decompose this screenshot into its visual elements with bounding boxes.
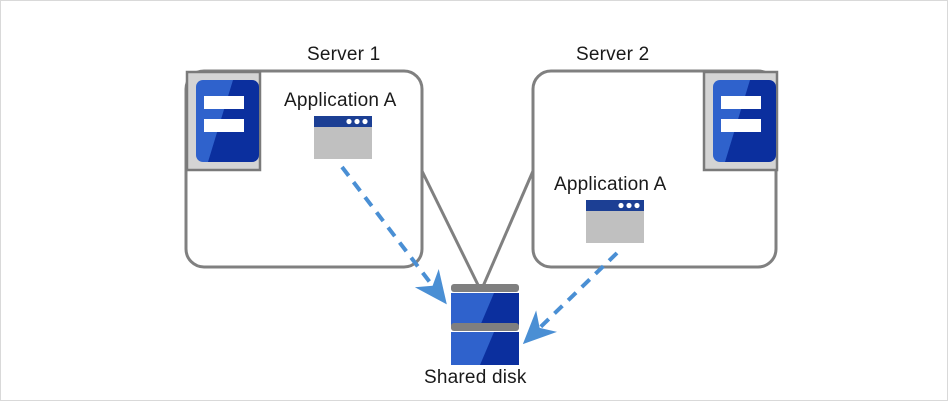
app2-to-disk-dashed-arrow (522, 251, 619, 345)
server2-to-disk-line (479, 170, 535, 292)
server-2-label: Server 2 (576, 44, 650, 65)
server-2-application-label: Application A (554, 174, 667, 195)
server1-to-disk-line (420, 170, 483, 292)
server-1-application-label: Application A (284, 90, 397, 111)
app1-to-disk-dashed-arrow (340, 165, 447, 305)
shared-disk-label: Shared disk (424, 367, 527, 388)
server-2-icon (702, 70, 779, 172)
shared-disk-icon (451, 284, 519, 365)
server-1-icon (185, 70, 262, 172)
application-window-icon-1 (314, 116, 372, 159)
application-window-icon-2 (586, 200, 644, 243)
server-1-label: Server 1 (307, 44, 381, 65)
